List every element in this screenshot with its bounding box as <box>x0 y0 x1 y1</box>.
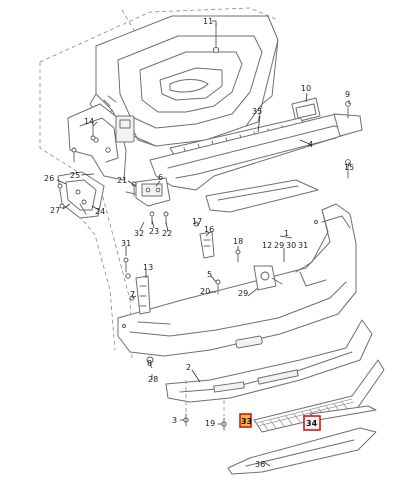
part-label-31-top: 31 <box>298 241 308 250</box>
left-mount-bracket <box>125 177 171 207</box>
rear-panel <box>89 15 279 147</box>
part-label-8: 8 <box>147 359 152 368</box>
part-label-12: 12 <box>262 241 272 250</box>
part-label-17: 17 <box>192 217 202 226</box>
part-label-23: 23 <box>149 227 159 236</box>
part-label-7: 7 <box>130 290 135 299</box>
top-mount-bracket <box>291 97 321 123</box>
part-label-31-left: 31 <box>121 239 131 248</box>
bottom-cover-36 <box>227 427 377 475</box>
highlight-33[interactable]: 33 <box>239 413 252 428</box>
part-label-28: 28 <box>148 375 158 384</box>
part-label-29-side: 29 <box>238 289 248 298</box>
part-label-3: 3 <box>172 416 177 425</box>
part-label-27: 27 <box>50 206 60 215</box>
left-side-panel <box>67 103 135 181</box>
part-label-21: 21 <box>117 176 127 185</box>
rear-bumper-cover <box>117 203 357 357</box>
part-label-36: 36 <box>255 460 265 469</box>
leader-lines <box>56 20 350 467</box>
part-label-29-top: 29 <box>274 241 284 250</box>
side-clip-16 <box>199 231 215 259</box>
part-label-9: 9 <box>345 90 350 99</box>
part-label-18: 18 <box>233 237 243 246</box>
part-label-14: 14 <box>84 117 94 126</box>
part-label-32: 32 <box>134 229 144 238</box>
highlight-34[interactable]: 34 <box>303 415 321 431</box>
part-label-26: 26 <box>44 174 54 183</box>
part-label-6: 6 <box>158 173 163 182</box>
cross-member <box>205 179 319 213</box>
part-label-30: 30 <box>286 241 296 250</box>
part-label-15: 15 <box>344 163 354 172</box>
part-label-25: 25 <box>70 171 80 180</box>
part-label-1: 1 <box>284 229 289 238</box>
part-label-22: 22 <box>162 229 172 238</box>
part-label-20: 20 <box>200 287 210 296</box>
fasteners <box>57 23 351 431</box>
part-labels: 11 14 10 9 35 4 15 25 26 21 6 27 24 23 3… <box>44 17 354 469</box>
part-label-2: 2 <box>186 363 191 372</box>
part-label-4: 4 <box>308 140 313 149</box>
part-label-5: 5 <box>207 270 212 279</box>
part-label-11: 11 <box>203 17 213 26</box>
part-label-10: 10 <box>301 84 311 93</box>
bracket-13 <box>135 275 151 315</box>
part-label-13: 13 <box>143 263 153 272</box>
part-label-16: 16 <box>204 225 214 234</box>
part-label-35: 35 <box>252 107 262 116</box>
part-label-19: 19 <box>205 419 215 428</box>
parking-sensor-29 <box>253 265 283 291</box>
part-label-24: 24 <box>95 207 105 216</box>
highlight-label-34: 34 <box>306 419 318 428</box>
highlight-label-33: 33 <box>241 417 252 426</box>
lower-diffuser <box>165 319 373 403</box>
